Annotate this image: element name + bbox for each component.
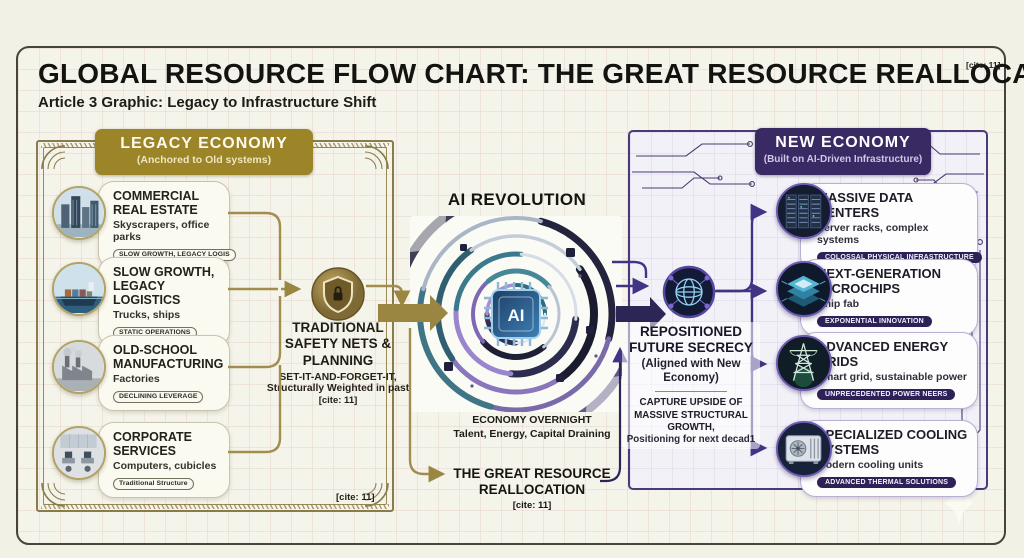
reallocation-citation: [cite: 11] <box>512 500 552 512</box>
legacy-economy-title: LEGACY ECONOMY <box>120 135 288 152</box>
legacy-frame-hatch-bottom <box>41 504 389 509</box>
legacy-panel-citation: [cite: 11] <box>336 492 375 503</box>
legacy-card-corporate-services: CORPORATE SERVICES Computers, cubicles T… <box>98 422 230 498</box>
legacy-card-commercial-real-estate: COMMERCIAL REAL ESTATE Skyscrapers, offi… <box>98 181 236 269</box>
cargo-ship-icon <box>52 262 106 316</box>
ai-vortex-illustration: AI <box>410 216 622 412</box>
safety-nets-note: SET-IT-AND-FORGET-IT, Structurally Weigh… <box>258 372 418 406</box>
title-citation: [cite: 11] <box>966 60 1001 70</box>
ai-chip-icon: AI <box>484 282 548 346</box>
office-cubicles-icon <box>52 426 106 480</box>
card-desc: Chip fab <box>817 298 859 311</box>
shield-lock-icon <box>310 266 366 322</box>
secrecy-body-strong: CAPTURE UPSIDE OF MASSIVE STRUCTURAL GRO… <box>634 397 748 433</box>
microchip-icon <box>776 261 832 317</box>
new-economy-title: NEW ECONOMY <box>775 134 911 151</box>
reallocation-title: THE GREAT RESOURCE REALLOCATION <box>453 466 611 498</box>
repositioned-secrecy-block: REPOSITIONED FUTURE SECRECY (Aligned wit… <box>622 322 760 450</box>
card-title: COMMERCIAL REAL ESTATE <box>113 189 199 217</box>
card-desc: Trucks, ships <box>113 309 181 321</box>
secrecy-body: Positioning for next decad1 <box>626 434 756 446</box>
impact-sub: Talent, Energy, Capital Draining <box>453 428 611 441</box>
card-desc: Smart grid, sustainable power <box>817 371 967 384</box>
card-badge: EXPONENTIAL INNOVATION <box>817 316 932 328</box>
card-desc: Skyscrapers, office parks <box>113 219 210 243</box>
card-badge: ADVANCED THERMAL SOLUTIONS <box>817 477 957 489</box>
card-title: CORPORATE SERVICES <box>113 430 192 458</box>
page-subtitle: Article 3 Graphic: Legacy to Infrastruct… <box>38 94 377 111</box>
card-title: SLOW GROWTH, LEGACY LOGISTICS <box>113 265 215 307</box>
card-title: OLD-SCHOOL MANUFACTURING <box>113 343 224 371</box>
secrecy-divider <box>655 391 727 393</box>
great-reallocation-label: THE GREAT RESOURCE REALLOCATION [cite: 1… <box>440 466 624 511</box>
legacy-card-manufacturing: OLD-SCHOOL MANUFACTURING Factories DECLI… <box>98 335 230 411</box>
sparkle-icon <box>945 480 973 526</box>
frame-corner-ornament <box>40 144 66 170</box>
card-desc: Modern cooling units <box>817 459 924 472</box>
secrecy-subtitle: (Aligned with New Economy) <box>641 357 741 384</box>
new-economy-subtitle: (Built on AI-Driven Infrastructure) <box>763 154 923 165</box>
card-desc: Factories <box>113 373 160 385</box>
page-title: GLOBAL RESOURCE FLOW CHART: THE GREAT RE… <box>38 58 1024 89</box>
card-badge: COLOSSAL PHYSICAL INFRASTRUCTURE <box>817 252 982 264</box>
card-badge: UNPRECEDENTED POWER NEERS <box>817 389 956 401</box>
city-buildings-icon <box>52 186 106 240</box>
frame-corner-ornament <box>364 144 390 170</box>
power-grid-icon <box>776 335 832 391</box>
card-title: MASSIVE DATA CENTERS <box>817 190 913 220</box>
card-badge: DECLINING LEVERAGE <box>113 390 204 403</box>
secrecy-title: REPOSITIONED FUTURE SECRECY <box>629 324 753 355</box>
impact-line2: ECONOMY OVERNIGHT <box>472 414 592 427</box>
ai-revolution-title: AI REVOLUTION <box>447 190 587 209</box>
legacy-card-legacy-logistics: SLOW GROWTH, LEGACY LOGISTICS Trucks, sh… <box>98 257 230 347</box>
card-title: NEXT-GENERATION MICROCHIPS <box>817 266 941 296</box>
globe-network-icon <box>662 265 716 319</box>
new-economy-header: NEW ECONOMY (Built on AI-Driven Infrastr… <box>755 128 931 175</box>
svg-text:AI: AI <box>508 306 525 325</box>
factory-icon <box>52 340 106 394</box>
card-desc: Computers, cubicles <box>113 460 217 472</box>
safety-line1: SET-IT-AND-FORGET-IT, <box>279 372 397 383</box>
card-desc: Server racks, complex systems <box>817 222 929 247</box>
frame-corner-ornament <box>40 482 66 508</box>
new-card-data-centers: MASSIVE DATA CENTERS Server racks, compl… <box>800 183 982 273</box>
safety-nets-title: TRADITIONAL SAFETY NETS & PLANNING <box>284 320 392 368</box>
card-badge: Traditional Structure <box>113 477 194 490</box>
legacy-economy-subtitle: (Anchored to Old systems) <box>136 154 272 166</box>
frame-corner-ornament <box>364 482 390 508</box>
card-title: ADVANCED ENERGY GRIDS <box>817 339 948 369</box>
safety-citation: [cite: 11] <box>318 395 358 406</box>
legacy-economy-header: LEGACY ECONOMY (Anchored to Old systems) <box>95 129 313 175</box>
server-racks-icon <box>776 183 832 239</box>
safety-line2: Structurally Weighted in past <box>266 383 410 394</box>
cooling-unit-icon <box>776 421 832 477</box>
card-title: SPECIALIZED COOLING SYSTEMS <box>817 427 968 457</box>
